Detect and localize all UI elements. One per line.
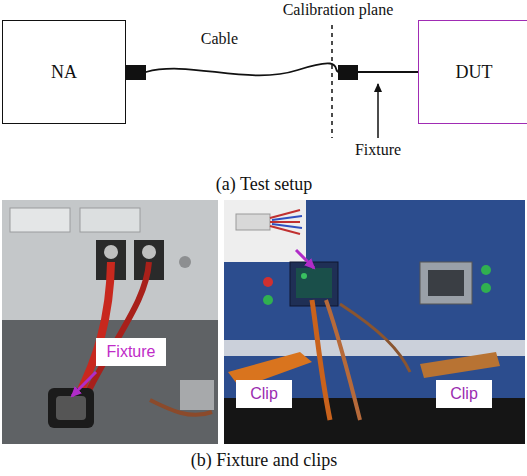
cable-line bbox=[126, 63, 418, 75]
plane-label: Calibration plane bbox=[283, 1, 394, 19]
node-text: Fixture bbox=[107, 343, 156, 361]
edge-label: Cable bbox=[201, 30, 238, 48]
photo-callout: Clip bbox=[236, 380, 292, 408]
node-text: DUT bbox=[456, 62, 493, 83]
photo-callout: Fixture bbox=[96, 338, 166, 366]
fixture-arrow bbox=[377, 84, 379, 138]
part-label: Fixture bbox=[355, 141, 401, 159]
subfigure-caption: (b) Fixture and clips bbox=[191, 450, 337, 471]
photo-callout: Clip bbox=[436, 380, 492, 408]
clips-photo bbox=[224, 200, 525, 444]
subfigure-caption: (a) Test setup bbox=[216, 174, 312, 195]
calibration-plane-line bbox=[331, 25, 333, 138]
dut-box: DUT bbox=[418, 20, 527, 124]
node-text: Clip bbox=[450, 385, 478, 403]
fixture-photo bbox=[2, 200, 218, 444]
instrument-box: NA bbox=[2, 20, 126, 124]
node-text: NA bbox=[51, 62, 77, 83]
node-text: Clip bbox=[250, 385, 278, 403]
